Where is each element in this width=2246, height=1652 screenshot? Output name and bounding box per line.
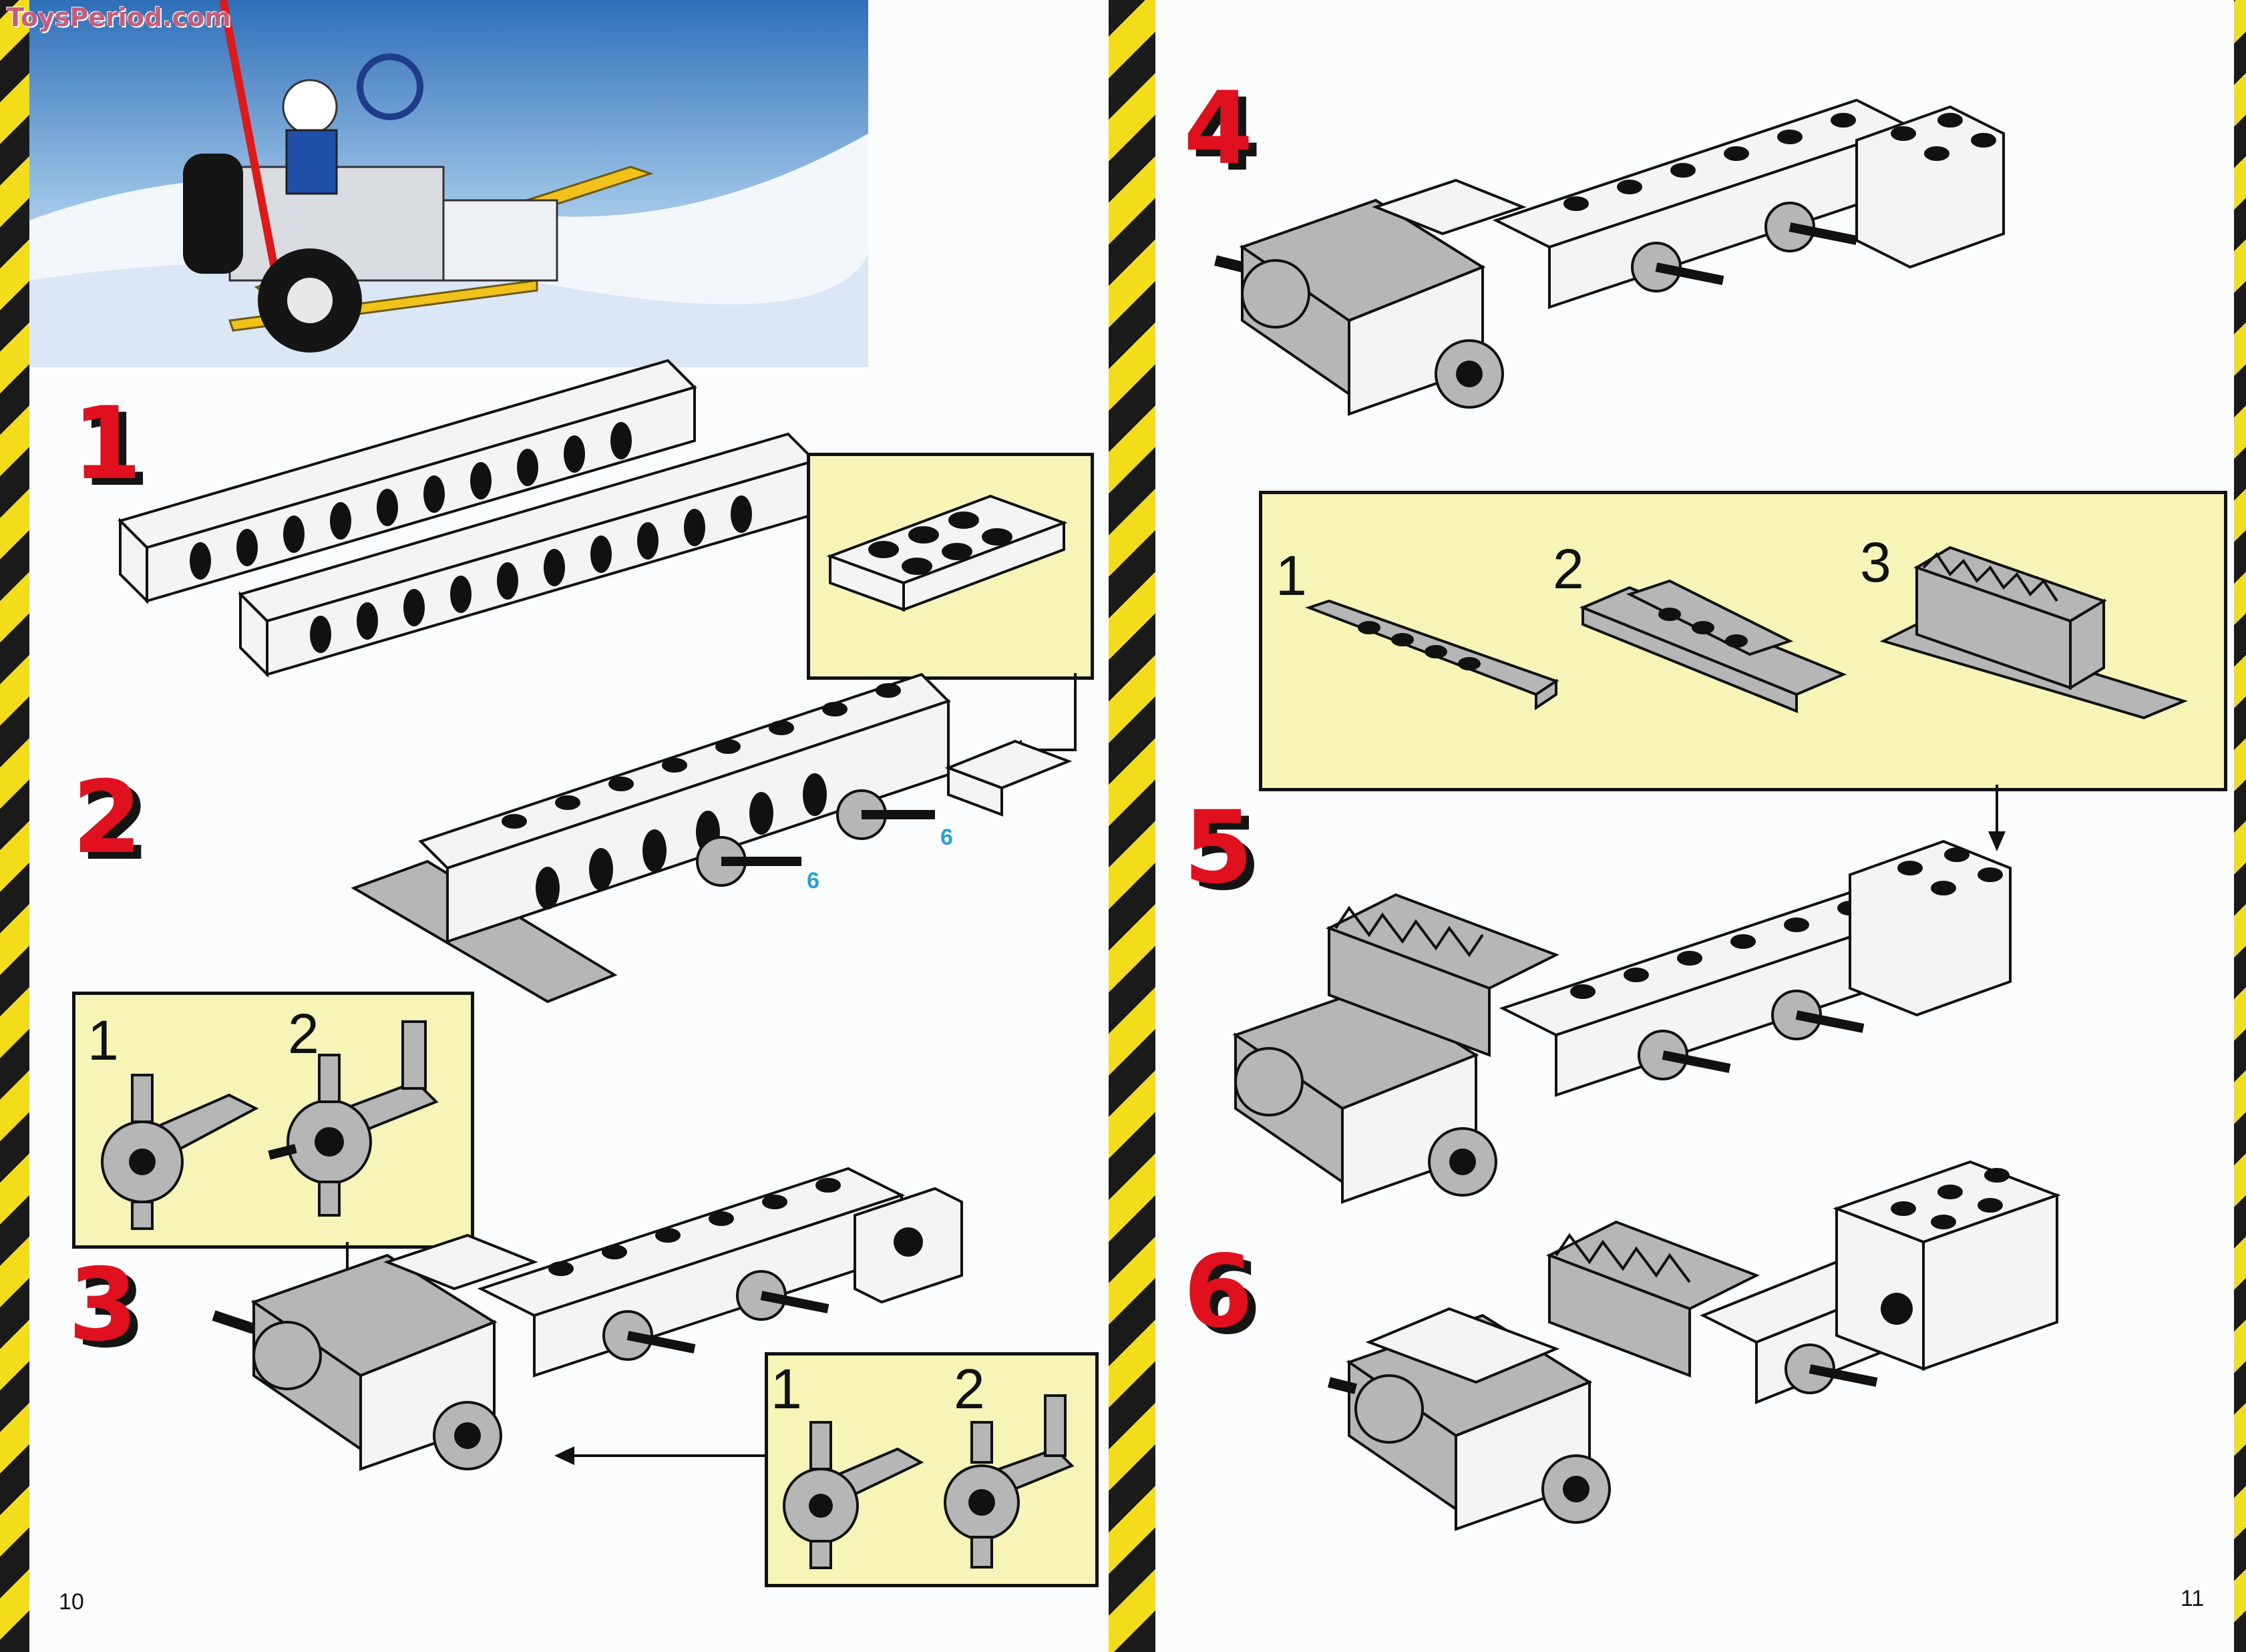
watermark: ToysPeriod.com	[7, 3, 231, 32]
steering-arm-assembled-icon	[268, 1020, 439, 1217]
step-3-parts-inset-top: 1 2	[72, 992, 474, 1249]
step-number: 5	[1183, 790, 1254, 906]
plate-2x4-icon	[826, 494, 1068, 612]
part-label: 1	[87, 1009, 119, 1072]
steering-arm-icon	[101, 1074, 259, 1230]
axle-length-ref: 6	[807, 868, 819, 893]
step-number: 4	[1183, 71, 1254, 187]
part-label: 2	[1553, 538, 1584, 600]
step-number: 6	[1183, 1234, 1254, 1350]
arrow-icon	[1988, 785, 2006, 851]
step-number: 1	[72, 386, 142, 502]
part-label: 2	[954, 1358, 985, 1420]
step-6-illustration	[1328, 1160, 2061, 1531]
step-number: 3	[68, 1247, 138, 1364]
step-2-illustration	[351, 672, 1073, 1004]
step-5-parts-inset: 1 2 3	[1259, 491, 2227, 791]
gear-rack-icon	[1879, 546, 2188, 720]
steering-arm-assembled-icon	[944, 1394, 1075, 1569]
technic-plate-icon	[1305, 599, 1559, 710]
step-4-illustration	[1214, 98, 2005, 416]
page-number: 11	[2181, 1586, 2205, 1611]
axle-length-ref: 6	[940, 825, 953, 850]
step-3-illustration	[212, 1167, 963, 1471]
right-page: 4 5 6 1 2 3	[1155, 0, 2246, 1652]
steering-arm-icon	[783, 1421, 924, 1569]
step-3-parts-inset-bottom: 1 2	[765, 1352, 1099, 1587]
arrow-icon	[554, 1446, 768, 1465]
step-5-illustration	[1232, 839, 2012, 1204]
hazard-stripe-border	[2234, 0, 2246, 1652]
hazard-stripe-spine	[1109, 0, 1155, 1652]
model-photo	[29, 0, 868, 367]
page-number: 10	[59, 1589, 84, 1615]
part-label: 2	[288, 1002, 319, 1065]
plate-with-studs-icon	[1579, 579, 1847, 713]
hazard-stripe-border	[0, 0, 29, 1652]
part-label: 3	[1860, 531, 1891, 594]
step-2-parts-inset	[807, 453, 1094, 680]
part-label: 1	[771, 1358, 802, 1420]
step-1-illustration	[118, 359, 817, 678]
left-page: 1 2 3	[0, 0, 1109, 1652]
part-label: 1	[1276, 544, 1307, 607]
step-number: 2	[72, 760, 142, 876]
